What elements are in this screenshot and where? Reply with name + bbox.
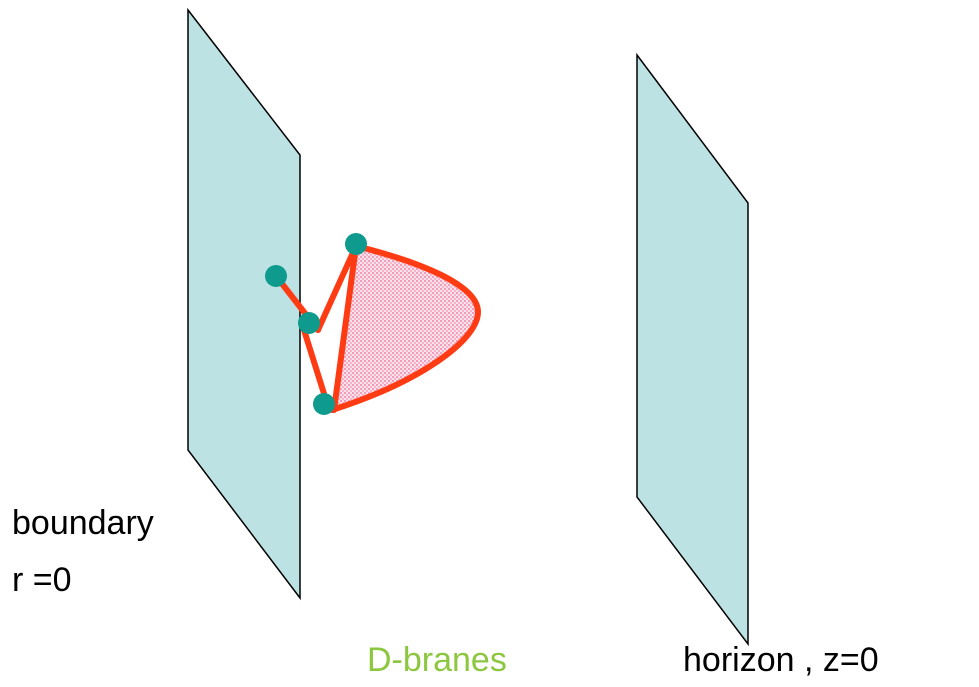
endpoint-3 xyxy=(345,233,367,255)
d-branes-label: D-branes xyxy=(367,641,507,679)
string-curve xyxy=(329,243,481,413)
string-endpoints xyxy=(265,233,367,415)
horizon-label: horizon , z=0 xyxy=(683,641,879,679)
boundary-label: boundary xyxy=(12,504,154,542)
endpoint-4 xyxy=(313,393,335,415)
string-segment-mid xyxy=(315,243,359,333)
string-segment-lower xyxy=(301,327,329,403)
boundary-plane xyxy=(187,7,301,601)
endpoint-1 xyxy=(265,265,287,287)
string-worldsheet xyxy=(332,246,478,410)
string-segment-inner xyxy=(331,243,359,413)
boundary-coordinate-label: r =0 xyxy=(12,561,72,599)
endpoint-2 xyxy=(298,312,320,334)
horizon-plane xyxy=(636,52,749,647)
